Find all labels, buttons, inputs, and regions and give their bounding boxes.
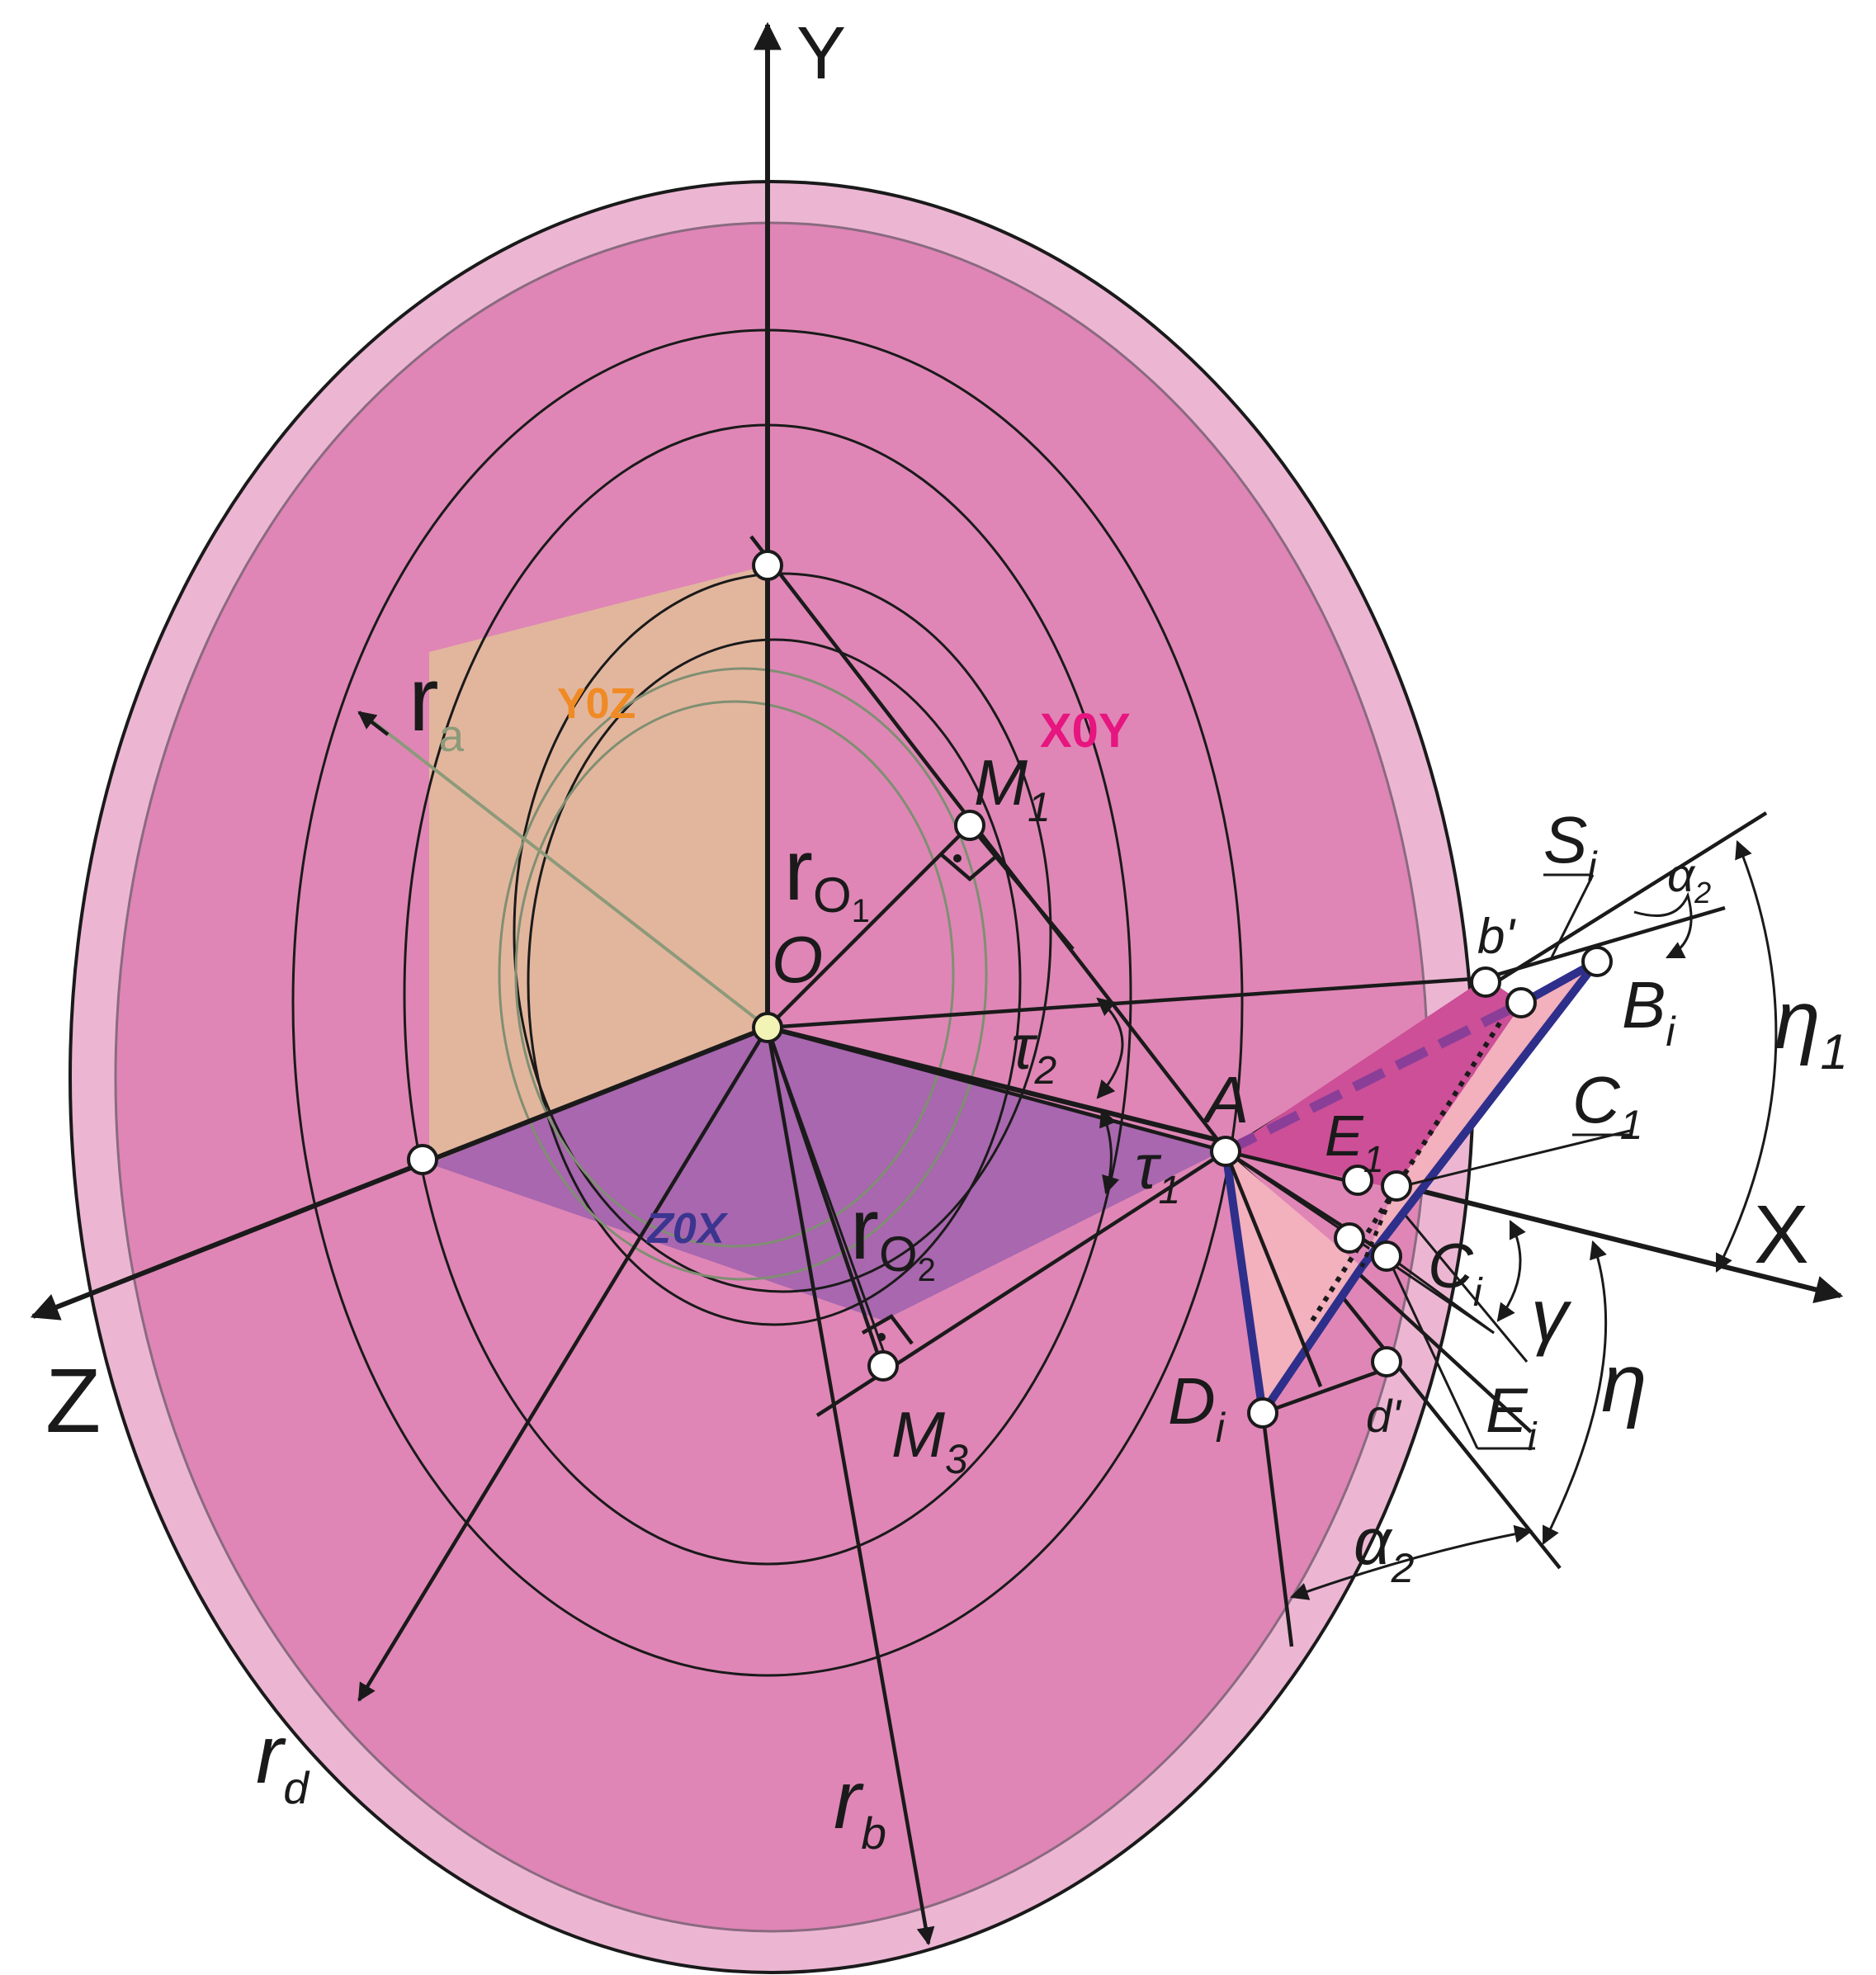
point-z	[407, 1144, 438, 1175]
a-to-e1	[1225, 1149, 1363, 1187]
point-m3	[867, 1350, 899, 1382]
label-a: A	[1202, 1063, 1249, 1136]
point-c1	[1381, 1170, 1412, 1202]
si-tick-2	[1550, 874, 1595, 958]
point-origin	[752, 1012, 783, 1043]
tau1-arc	[1099, 1108, 1120, 1195]
gamma-line	[1385, 1192, 1529, 1363]
c1-leader	[1402, 1129, 1631, 1188]
label-alpha2-top: α2	[1667, 848, 1711, 910]
tau2-arc	[1096, 997, 1124, 1099]
tooth-rake-face	[1226, 978, 1523, 1188]
yoz-diagonal	[361, 712, 769, 1029]
points	[407, 550, 1613, 1429]
eta-arc	[1542, 1240, 1608, 1545]
circle-ro1	[513, 572, 1052, 1293]
label-di: Di	[1168, 1364, 1226, 1451]
label-eta1: η1	[1774, 974, 1848, 1080]
m3-right-angle-dot	[877, 1333, 886, 1341]
eta1-arc	[1715, 839, 1778, 1273]
rb-line	[765, 1027, 935, 1946]
point-ei	[1334, 1222, 1365, 1254]
ro1-line	[766, 824, 971, 1029]
plane-label-xoy: X0Y	[1040, 704, 1131, 758]
label-d-prime: d'	[1366, 1390, 1402, 1442]
label-tau2: τ2	[1011, 1013, 1056, 1093]
tooth-dashed-edge	[1223, 998, 1525, 1156]
di-vertical	[1260, 1412, 1294, 1647]
axis-label-z: Z	[45, 1350, 101, 1452]
point-b-prime	[1470, 966, 1501, 998]
label-eta: η	[1601, 1337, 1647, 1429]
label-bi: Bi	[1622, 968, 1676, 1055]
m3-right-angle	[861, 1314, 914, 1345]
circle-yoz-2	[514, 700, 955, 1248]
angle-arcs	[1096, 839, 1778, 1600]
point-a	[1210, 1136, 1241, 1167]
label-si: Si	[1543, 803, 1598, 890]
tangent-m1	[749, 535, 1231, 1157]
label-ra: ra	[409, 649, 465, 761]
tooth-dotted-edge	[1310, 1018, 1505, 1322]
rd-line	[357, 1026, 769, 1702]
point-d-prime	[1371, 1346, 1402, 1377]
m1-right-angle-dot	[953, 854, 962, 862]
point-ci	[1371, 1240, 1402, 1272]
label-tau1: τ1	[1135, 1132, 1180, 1212]
label-rd: rd	[256, 1708, 310, 1813]
plane-label-xoz: X0Z	[645, 1203, 729, 1251]
tooth-dotted-edge-2	[1359, 1188, 1397, 1268]
tangent-m1-continue	[968, 824, 1075, 951]
labels: Y X Z Y0Z X0Y X0Z O M1 M3 ra rO1 rO2 rd …	[45, 12, 1848, 1859]
point-e1	[1342, 1165, 1373, 1196]
plane-xoz	[429, 1028, 1222, 1321]
plane-yoz	[429, 565, 768, 1164]
ei-leader	[1385, 1254, 1479, 1449]
z-axis-line	[30, 1025, 769, 1321]
label-ro2: rO2	[850, 1181, 936, 1288]
alpha2-bottom-arc	[1289, 1524, 1533, 1600]
circle-yoz-1	[498, 667, 988, 1281]
point-bi	[1581, 946, 1613, 977]
construction-lines	[30, 21, 1844, 1946]
circle-ro2	[527, 638, 1022, 1326]
plane-label-yoz: Y0Z	[557, 680, 636, 728]
o-to-m3	[766, 1027, 889, 1363]
ci-leader	[1386, 1253, 1495, 1335]
label-rb: rb	[834, 1754, 886, 1859]
label-m3: M3	[891, 1398, 968, 1482]
label-ro1: rO1	[784, 822, 870, 929]
o-to-b-prime	[767, 976, 1486, 1030]
ra-arrow	[357, 711, 390, 736]
label-b-prime: b'	[1477, 909, 1516, 964]
label-gamma: γ	[1531, 1275, 1572, 1358]
label-alpha2-bottom: α2	[1354, 1505, 1415, 1591]
o-to-a	[767, 1025, 1226, 1154]
point-m1	[954, 810, 985, 841]
point-di	[1247, 1397, 1278, 1429]
label-ei: Ei	[1486, 1376, 1538, 1459]
m1-right-angle	[939, 853, 1000, 881]
label-e1: E1	[1325, 1103, 1384, 1180]
label-origin: O	[772, 923, 823, 996]
tooth-lower-face	[1226, 1151, 1362, 1413]
label-ci: Ci	[1428, 1231, 1483, 1315]
si-line	[1485, 905, 1726, 980]
a-to-di-mid	[1223, 1151, 1323, 1387]
label-m1: M1	[974, 746, 1051, 830]
alpha2-top-arc	[1633, 891, 1693, 959]
point-b-mid	[1505, 987, 1537, 1018]
label-c1: C1	[1572, 1063, 1643, 1148]
right-angle-markers	[861, 853, 1000, 1345]
gamma-arc	[1496, 1220, 1526, 1322]
di-to-d-prime	[1262, 1363, 1396, 1415]
point-y	[752, 550, 783, 581]
axis-label-y: Y	[796, 12, 846, 95]
axis-label-x: X	[1754, 1188, 1809, 1281]
